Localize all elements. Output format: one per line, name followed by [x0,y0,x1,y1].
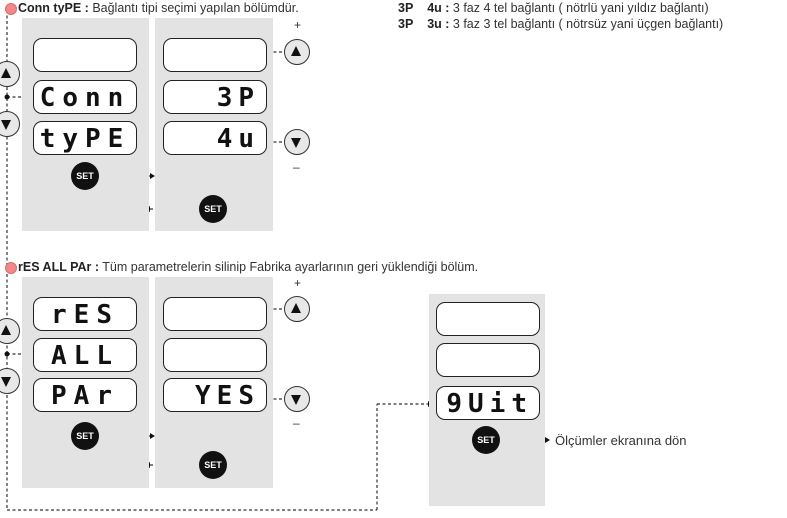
up-arrow-icon [291,303,301,313]
s1-plus-label: + [294,18,302,32]
down-arrow-icon [291,138,301,148]
option-3u: 3P 3u : 3 faz 3 tel bağlantı ( nötrsüz y… [398,17,724,31]
s3-set-button[interactable]: SET [472,426,500,454]
s2-set-button[interactable]: SET [71,422,99,450]
s1-left-display-2: Conn [33,80,137,114]
s2-set-button-return[interactable]: SET [199,451,227,479]
s1-set-button-return[interactable]: SET [199,195,227,223]
bullet-icon [5,3,17,15]
s2-up-button[interactable] [284,296,310,322]
down-arrow-icon [1,377,11,387]
s2-right-display-1 [163,297,267,331]
up-arrow-icon [291,46,301,56]
s2-down-button[interactable] [284,386,310,412]
s3-display-2 [436,343,540,377]
s1-left-down-button[interactable] [0,111,20,137]
s2-minus-label: – [293,416,300,430]
up-arrow-icon [1,325,11,335]
s2-left-display-1: rES [33,297,137,331]
s1-right-display-3: 4u [163,121,267,155]
up-arrow-icon [1,68,11,78]
s1-left-display-1 [33,38,137,72]
s2-left-up-button[interactable] [0,318,20,344]
s3-display-1 [436,302,540,336]
s2-left-down-button[interactable] [0,368,20,394]
s1-set-button[interactable]: SET [71,162,99,190]
s2-right-display-3: YES [163,378,267,412]
s1-left-display-3: tyPE [33,121,137,155]
section2-title: rES ALL PAr : Tüm parametrelerin silinip… [18,260,479,274]
section1-title: Conn tyPE : Bağlantı tipi seçimi yapılan… [18,1,299,15]
s1-minus-label: – [293,160,300,174]
s1-right-display-2: 3P [163,80,267,114]
s2-right-display-2 [163,338,267,372]
s2-plus-label: + [294,276,302,290]
s1-left-up-button[interactable] [0,61,20,87]
option-4u: 3P 4u : 3 faz 4 tel bağlantı ( nötrlü ya… [398,1,709,15]
s2-left-display-3: PAr [33,378,137,412]
s3-display-3: 9Uit [436,386,540,420]
s1-down-button[interactable] [284,129,310,155]
return-label: Ölçümler ekranına dön [555,433,687,448]
s1-up-button[interactable] [284,39,310,65]
s2-left-display-2: ALL [33,338,137,372]
s1-right-display-1 [163,38,267,72]
down-arrow-icon [1,120,11,130]
down-arrow-icon [291,395,301,405]
bullet-icon [5,262,17,274]
